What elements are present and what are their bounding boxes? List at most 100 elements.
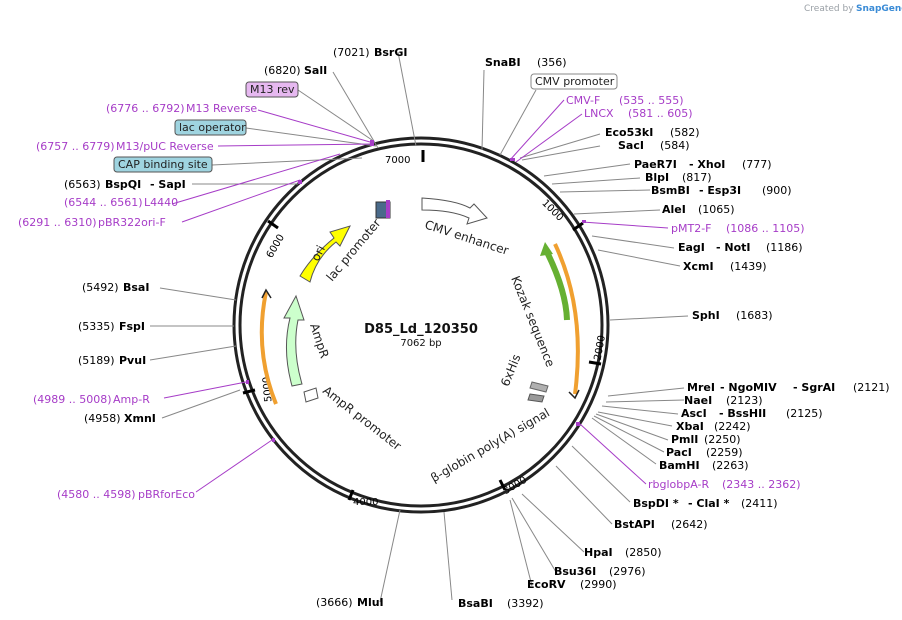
site-bstapi[interactable]: BstAPI (2642) — [614, 518, 708, 531]
bamhi-pos: (2263) — [712, 459, 749, 472]
site-blpi[interactable]: BlpI (817) — [645, 171, 712, 184]
primer-pbrforeco[interactable]: (4580 .. 4598) pBRforEco — [57, 488, 195, 501]
site-xcmi[interactable]: XcmI (1439) — [683, 260, 767, 273]
feature-cap-binding-box[interactable]: CAP binding site — [113, 156, 213, 173]
ampr-primer-pos: (4989 .. 5008) — [33, 393, 112, 406]
ampr-promoter-arrow[interactable] — [303, 387, 319, 403]
site-asci[interactable]: AscI - BssHII (2125) — [681, 407, 823, 420]
primer-pbr322ori[interactable]: (6291 .. 6310) pBR322ori-F — [18, 216, 166, 229]
eco53ki-pos: (582) — [670, 126, 700, 139]
pvui-name: PvuI — [119, 354, 146, 367]
ori-label: ori — [308, 243, 328, 263]
site-bamhi[interactable]: BamHI (2263) — [659, 459, 749, 472]
primer-lncx[interactable]: LNCX (581 .. 605) — [584, 107, 693, 120]
site-snabi[interactable]: SnaBI (356) — [485, 56, 567, 69]
cap-box-bg — [113, 156, 213, 173]
lncx-pos: (581 .. 605) — [628, 107, 693, 120]
site-paci[interactable]: PacI (2259) — [666, 446, 743, 459]
kozak-cds-arrow[interactable] — [543, 248, 570, 321]
primer-arc-right[interactable] — [553, 243, 580, 395]
bsai-name: BsaI — [123, 281, 149, 294]
pbr322ori-pos: (6291 .. 6310) — [18, 216, 97, 229]
site-bsai[interactable]: (5492) BsaI — [82, 281, 149, 294]
m13puc-pos: (6757 .. 6779) — [36, 140, 115, 153]
saci-pos: (584) — [660, 139, 690, 152]
tick-6000: 6000 — [265, 233, 287, 261]
lac-operator-box-label: lac operator — [179, 121, 246, 134]
l4440-name: L4440 — [144, 196, 178, 209]
site-pvui[interactable]: (5189) PvuI — [78, 354, 146, 367]
primer-cmvf[interactable]: CMV-F (535 .. 555) — [566, 94, 684, 107]
site-sphi[interactable]: SphI (1683) — [692, 309, 773, 322]
bsu36i-pos: (2976) — [609, 565, 646, 578]
pbrforeco-pos: (4580 .. 4598) — [57, 488, 136, 501]
feature-cmv-promoter-box[interactable]: CMV promoter — [530, 73, 618, 90]
site-hpai[interactable]: HpaI (2850) — [584, 546, 662, 559]
site-sali[interactable]: (6820) SalI — [264, 64, 327, 77]
ngomiv-name: - NgoMIV — [720, 381, 777, 394]
feature-lac-operator-box[interactable]: lac operator — [174, 119, 247, 136]
blpi-pos: (817) — [682, 171, 712, 184]
site-bspqi[interactable]: (6563) BspQI - SapI — [64, 178, 186, 191]
site-saci[interactable]: SacI (584) — [618, 139, 690, 152]
primer-rbglobpa[interactable]: rbglobpA-R (2343 .. 2362) — [648, 478, 801, 491]
primer-leader-lines — [163, 99, 669, 493]
hpai-name: HpaI — [584, 546, 613, 559]
tick-marks — [242, 150, 602, 501]
site-bsmbi[interactable]: BsmBI - Esp3I (900) — [651, 184, 792, 197]
mrei-name: MreI — [687, 381, 715, 394]
site-bsu36i[interactable]: Bsu36I (2976) — [554, 565, 646, 578]
xmni-name: XmnI — [124, 412, 156, 425]
site-bsabi[interactable]: BsaBI (3392) — [458, 597, 544, 610]
bsabi-name: BsaBI — [458, 597, 493, 610]
bspdi-pos: (2411) — [741, 497, 778, 510]
site-eagi[interactable]: EagI - NotI (1186) — [678, 241, 803, 254]
site-bspdi[interactable]: BspDI * - ClaI * (2411) — [633, 497, 778, 510]
site-ecorv[interactable]: EcoRV (2990) — [527, 578, 617, 591]
sali-pos: (6820) — [264, 64, 301, 77]
ampr-cds-arrow[interactable] — [283, 294, 305, 387]
primer-pmt2f[interactable]: pMT2-F (1086 .. 1105) — [671, 222, 805, 235]
hpai-pos: (2850) — [625, 546, 662, 559]
primer-arc-left[interactable] — [259, 291, 278, 405]
ori-arrow[interactable] — [299, 225, 351, 283]
bspqi-name: BspQI — [105, 178, 141, 191]
bsmbi-pos: (900) — [762, 184, 792, 197]
primer-ampr[interactable]: (4989 .. 5008) Amp-R — [33, 393, 150, 406]
site-paer7i[interactable]: PaeR7I - XhoI (777) — [634, 158, 772, 171]
site-xbai[interactable]: XbaI (2242) — [676, 420, 751, 433]
site-naei[interactable]: NaeI (2123) — [684, 394, 763, 407]
ampr-promoter-label: AmpR promoter — [320, 383, 404, 453]
primer-l4440[interactable]: (6544 .. 6561) L4440 — [64, 196, 178, 209]
blpi-name: BlpI — [645, 171, 669, 184]
site-eco53ki[interactable]: Eco53kI (582) — [605, 126, 700, 139]
naei-pos: (2123) — [726, 394, 763, 407]
lac-operator-box-bg — [174, 119, 247, 136]
snabi-pos: (356) — [537, 56, 567, 69]
site-fspi[interactable]: (5335) FspI — [78, 320, 145, 333]
cmv-enhancer-arrow[interactable] — [421, 197, 488, 225]
site-bsrgi[interactable]: (7021) BsrGI — [333, 46, 407, 59]
feature-m13rev-box[interactable]: M13 rev — [245, 81, 299, 98]
sphi-name: SphI — [692, 309, 720, 322]
paer7i-name: PaeR7I — [634, 158, 677, 171]
site-xmni[interactable]: (4958) XmnI — [84, 412, 156, 425]
site-mrei[interactable]: MreI - NgoMIV - SgrAI (2121) — [687, 381, 890, 394]
credit-prefix: Created by — [804, 4, 854, 14]
leader-lines — [149, 51, 689, 603]
snabi-name: SnaBI — [485, 56, 521, 69]
primer-m13puc[interactable]: (6757 .. 6779) M13/pUC Reverse — [36, 140, 214, 153]
m13rev-box-label: M13 rev — [250, 83, 295, 96]
primer-m13reverse[interactable]: (6776 .. 6792) M13 Reverse — [106, 102, 257, 115]
bsai-pos: (5492) — [82, 281, 119, 294]
lac-promoter-label: lac promoter — [324, 216, 384, 284]
sapi-name: - SapI — [150, 178, 186, 191]
site-pmli[interactable]: PmlI (2250) — [671, 433, 741, 446]
polya-box[interactable] — [527, 393, 545, 403]
site-alei[interactable]: AleI (1065) — [662, 203, 735, 216]
site-mlui[interactable]: (3666) MluI — [316, 596, 384, 609]
snapgene-logo-text: SnapGene — [856, 4, 902, 14]
his-tag-box[interactable] — [529, 381, 549, 393]
ampr-label: AmpR — [307, 322, 331, 360]
eco53ki-name: Eco53kI — [605, 126, 653, 139]
